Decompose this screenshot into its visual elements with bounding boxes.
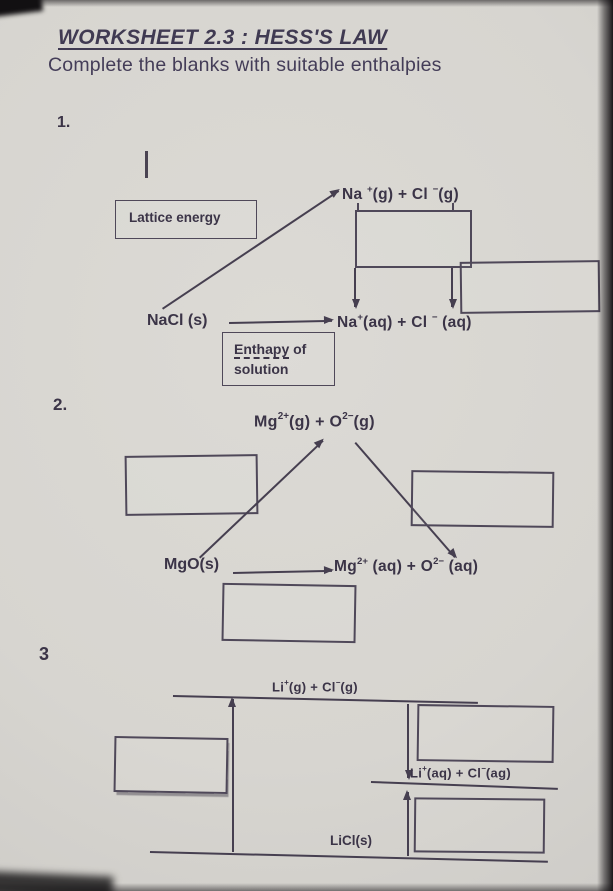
nacl-solid-label: NaCl (s) (147, 312, 208, 329)
formula-li-cl-gas: Li+(g) + Cl−(g) (272, 677, 358, 695)
mgo-solid-label: MgO(s) (164, 556, 220, 573)
text-cursor-mark (145, 151, 148, 178)
answer-box-blank (355, 210, 472, 268)
formula-na-cl-gas: Na +(g) + Cl −(g) (342, 183, 459, 204)
connector-stub (357, 203, 359, 211)
answer-box-blank (413, 797, 546, 854)
section-3-number: 3 (39, 644, 50, 664)
lattice-energy-label: Lattice energy (129, 210, 221, 225)
page-title: WORKSHEET 2.3 : HESS'S LAW (58, 26, 388, 49)
licl-solid-label: LiCl(s) (330, 833, 372, 848)
section-1-number: 1. (57, 114, 71, 131)
page-subtitle: Complete the blanks with suitable enthal… (48, 54, 442, 76)
enthalpy-of-solution-box: Enthapy of solution (222, 332, 335, 386)
formula-na-cl-aq: Na+(aq) + Cl − (aq) (337, 311, 472, 332)
formula-li-cl-aq: Li+(aq) + Cl−(ag) (410, 763, 511, 781)
enthalpy-of-solution-label: Enthapy of solution (234, 341, 307, 378)
solution-up-arrow (407, 792, 409, 856)
section-2-number: 2. (53, 395, 68, 414)
answer-box-blank (416, 704, 555, 763)
connector-stub (452, 203, 454, 211)
hydration-down-arrow (407, 704, 409, 778)
answer-box-blank (113, 736, 229, 794)
lattice-energy-up-arrow (232, 699, 234, 852)
formula-mg-o-gas: Mg2+(g) + O2−(g) (254, 410, 375, 431)
gas-ions-level-line (172, 695, 478, 704)
aqueous-ions-level-line (370, 781, 558, 790)
formula-mg-o-aq: Mg2+ (aq) + O2− (aq) (334, 555, 479, 576)
lattice-energy-box: Lattice energy (115, 200, 257, 239)
